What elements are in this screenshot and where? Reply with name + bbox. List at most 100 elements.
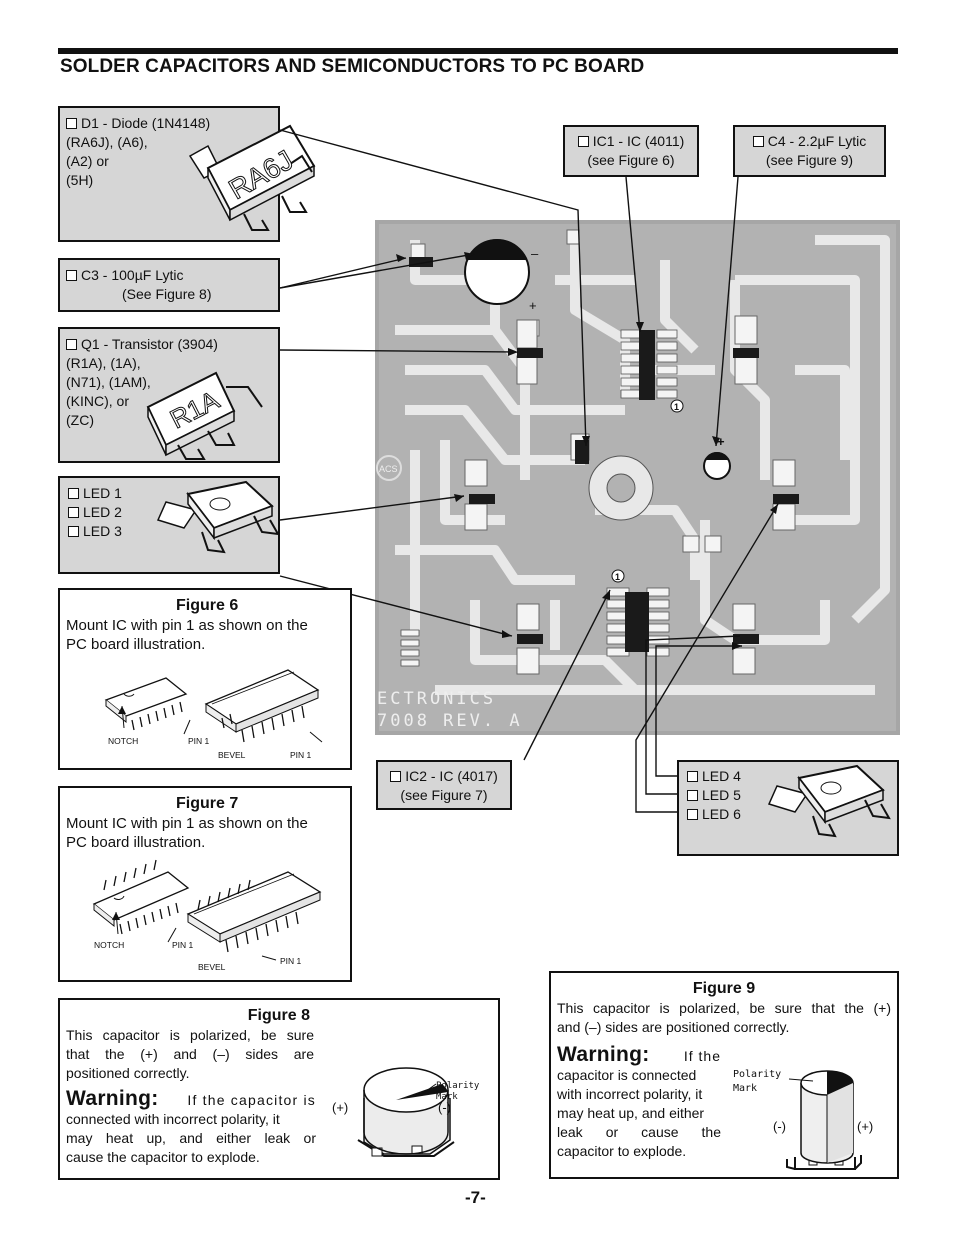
c3-checkbox[interactable] — [66, 270, 77, 281]
pc-board-illustration: 1 1 – + + ACS ECTRONICS 7008 REV. A — [375, 220, 900, 735]
d1-code-2: (A2) or — [66, 153, 109, 169]
led-right-box: LED 4 LED 5 LED 6 — [677, 760, 899, 856]
page-heading: SOLDER CAPACITORS AND SEMICONDUCTORS TO … — [60, 56, 645, 77]
fig6-pin1-label-b: PIN 1 — [290, 750, 312, 760]
fig9-polarity-label-1: Polarity — [733, 1069, 781, 1080]
q1-checkbox[interactable] — [66, 339, 77, 350]
q1-transistor-box: Q1 - Transistor (3904) (R1A), (1A), (N71… — [58, 327, 280, 463]
led6-checkbox[interactable] — [687, 809, 698, 820]
fig8-polarity-label-1: Polarity — [436, 1081, 480, 1091]
figure-8-text-1: This capacitor is polarized, be sure — [66, 1027, 314, 1043]
q1-code-2: (N71), (1AM), — [66, 374, 151, 390]
c4-checkbox[interactable] — [752, 136, 764, 147]
c3-plus-mark: + — [529, 298, 537, 313]
q1-code-4: (ZC) — [66, 412, 94, 428]
figure-8-text-3: positioned correctly. — [66, 1065, 190, 1081]
figure-7-text-1: Mount IC with pin 1 as shown on the — [66, 815, 308, 832]
figure-8-warning-2: connected with incorrect polarity, it — [66, 1111, 280, 1127]
fig9-polarity-label-2: Mark — [733, 1083, 757, 1094]
ic2-box: IC2 - IC (4017) (see Figure 7) — [376, 760, 512, 810]
led4-label: LED 4 — [702, 768, 741, 784]
figure-8-box: Figure 8 This capacitor is polarized, be… — [58, 998, 500, 1180]
figure-9-warning: Warning: — [557, 1043, 650, 1066]
ic2-label: IC2 - IC (4017) — [405, 768, 498, 784]
figure-9-warning-lead: If the — [683, 1048, 721, 1064]
led3-checkbox[interactable] — [68, 526, 79, 537]
led2-checkbox[interactable] — [68, 507, 79, 518]
figure-9-warning-3: may heat up, and either — [557, 1105, 705, 1121]
ic-soic14-diagram: NOTCH PIN 1 BEVEL PIN 1 — [104, 669, 323, 760]
fig6-notch-label: NOTCH — [108, 736, 138, 746]
led-package-drawing — [156, 480, 280, 554]
ic1-pin1-marker: 1 — [674, 402, 679, 412]
ic1-checkbox[interactable] — [577, 136, 589, 147]
figure-8-title: Figure 8 — [247, 1007, 310, 1024]
figure-6-text-2: PC board illustration. — [66, 636, 206, 653]
figure-6-box: Figure 6 Mount IC with pin 1 as shown on… — [58, 588, 352, 770]
figure-8-warning-lead: If the capacitor is — [187, 1092, 316, 1108]
led1-label: LED 1 — [83, 485, 122, 501]
ic-soic16-diagram: NOTCH PIN 1 BEVEL PIN 1 — [92, 859, 322, 972]
figure-9-text-1: This capacitor is polarized, be sure tha… — [557, 1000, 891, 1016]
figure-7-text-2: PC board illustration. — [66, 834, 206, 851]
c4-plus-mark: + — [717, 434, 725, 449]
fig6-bevel-label: BEVEL — [218, 750, 246, 760]
led6-label: LED 6 — [702, 806, 741, 822]
c4-capacitor-box: C4 - 2.2µF Lytic (see Figure 9) — [733, 125, 886, 177]
fig7-pin1-label-a: PIN 1 — [172, 940, 194, 950]
fig7-bevel-label: BEVEL — [198, 962, 226, 972]
led-package-drawing-right — [767, 764, 891, 838]
figure-7-box: Figure 7 Mount IC with pin 1 as shown on… — [58, 786, 352, 982]
fig7-pin1-label-b: PIN 1 — [280, 956, 302, 966]
d1-code-3: (5H) — [66, 172, 94, 188]
figure-8-warning: Warning: — [66, 1087, 159, 1110]
q1-code-3: (KINC), or — [66, 393, 129, 409]
c3-minus-mark: – — [531, 246, 539, 261]
figure-9-warning-5: capacitor to explode. — [557, 1143, 687, 1159]
ic2-checkbox[interactable] — [390, 771, 402, 782]
led1-checkbox[interactable] — [68, 488, 79, 499]
led3-label: LED 3 — [83, 523, 122, 539]
figure-8-warning-3: may heat up, and either leak or — [66, 1130, 316, 1146]
figure-8-warning-4: cause the capacitor to explode. — [66, 1149, 260, 1165]
figure-8-capacitor-drawing: Polarity Mark (+) (-) — [332, 1067, 480, 1157]
ic1-reference: (see Figure 6) — [587, 152, 675, 168]
fig8-minus-label: (-) — [438, 1100, 451, 1115]
c4-reference: (see Figure 9) — [765, 152, 854, 168]
led5-label: LED 5 — [702, 787, 741, 803]
ic1-label: IC1 - IC (4011) — [592, 133, 685, 149]
figure-7-title: Figure 7 — [176, 795, 239, 812]
figure-8-text-2: that the (+) and (–) sides are — [66, 1046, 314, 1062]
ic1-box: IC1 - IC (4011) (see Figure 6) — [563, 125, 699, 177]
figure-9-warning-1: capacitor is connected — [557, 1067, 697, 1083]
figure-6-text-1: Mount IC with pin 1 as shown on the — [66, 617, 308, 634]
c3-reference: (See Figure 8) — [122, 286, 212, 302]
top-rule — [58, 48, 898, 54]
figure-9-text-2: and (–) sides are positioned correctly. — [557, 1019, 790, 1035]
d1-code-1: (RA6J), (A6), — [66, 134, 148, 150]
fig9-minus-label: (-) — [773, 1119, 786, 1134]
c4-label: C4 - 2.2µF Lytic — [767, 133, 867, 149]
board-silkscreen-bottom: 7008 REV. A — [377, 711, 523, 731]
led4-checkbox[interactable] — [687, 771, 698, 782]
fig6-pin1-label-a: PIN 1 — [188, 736, 210, 746]
sot23-diode-drawing: RA6J — [188, 124, 316, 231]
led-left-box: LED 1 LED 2 LED 3 — [58, 476, 280, 574]
ic2-pin1-marker: 1 — [615, 572, 620, 582]
figure-9-warning-4: leak or cause the — [557, 1124, 721, 1140]
fig7-notch-label: NOTCH — [94, 940, 124, 950]
figure-9-warning-2: with incorrect polarity, it — [557, 1086, 703, 1102]
d1-checkbox[interactable] — [66, 118, 77, 129]
board-silkscreen-top: ECTRONICS — [377, 689, 496, 709]
page-number: -7- — [465, 1188, 486, 1207]
fig9-plus-label: (+) — [857, 1119, 873, 1134]
board-logo: ACS — [379, 464, 398, 474]
figure-9-title: Figure 9 — [692, 980, 756, 997]
q1-label: Q1 - Transistor (3904) — [81, 336, 218, 352]
d1-diode-box: D1 - Diode (1N4148) (RA6J), (A6), (A2) o… — [58, 106, 316, 242]
c3-label: C3 - 100µF Lytic — [81, 267, 184, 283]
led5-checkbox[interactable] — [687, 790, 698, 801]
sot23-transistor-drawing: R1A — [146, 371, 263, 460]
d1-label: D1 - Diode (1N4148) — [81, 115, 211, 131]
q1-code-1: (R1A), (1A), — [66, 355, 141, 371]
